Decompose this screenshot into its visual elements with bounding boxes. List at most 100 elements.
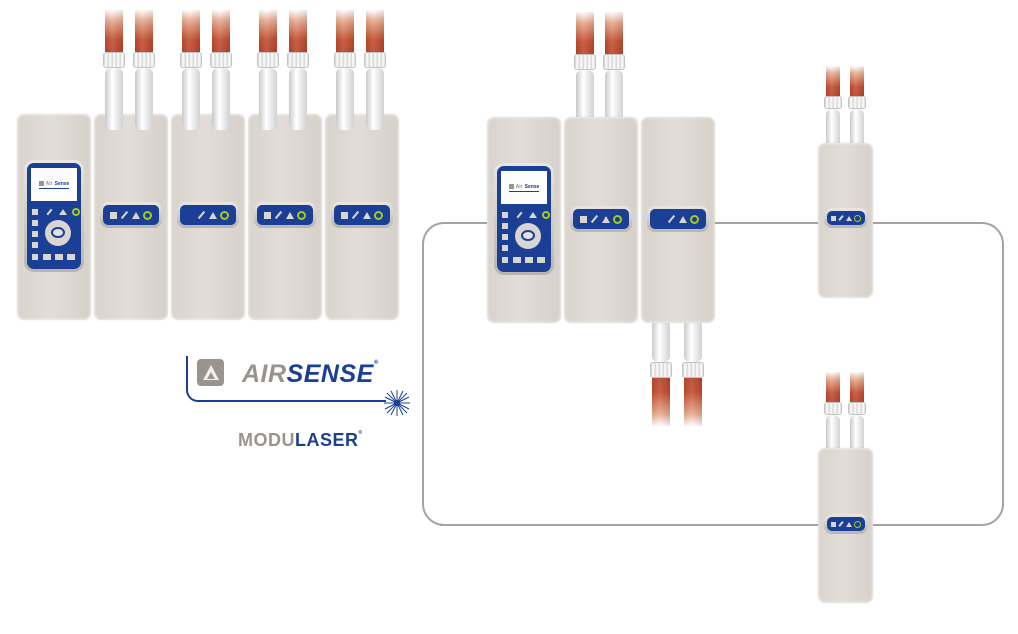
pipe-tube [212, 10, 230, 52]
key-button[interactable] [32, 220, 38, 226]
detector-module[interactable] [171, 114, 245, 320]
alarm-triangle-icon [286, 211, 295, 219]
alarm-triangle-icon [59, 209, 67, 215]
pipe-elbow [684, 320, 702, 362]
key-button[interactable] [502, 223, 508, 229]
fault-square-icon [340, 211, 348, 219]
status-panel [177, 202, 239, 228]
remote-detector-module[interactable] [818, 143, 873, 298]
pipe-connector [180, 52, 202, 68]
pipe-elbow [576, 70, 594, 132]
pipe-connector [103, 52, 125, 68]
status-panel [254, 202, 316, 228]
pipe-elbow [849, 109, 865, 155]
detector-module[interactable] [641, 117, 715, 323]
fault-square-icon [502, 212, 508, 218]
pipe-connector [824, 402, 843, 416]
power-ring-icon [690, 214, 700, 224]
logo-frame [186, 356, 386, 402]
alarm-triangle-icon [363, 211, 372, 219]
pipe-connector [287, 52, 309, 68]
airsense-logo: AIRSENSE® MODULASER® [186, 354, 416, 454]
key-button[interactable] [32, 254, 38, 260]
pipe-connector [824, 96, 843, 110]
blank-slot [187, 212, 194, 219]
status-panel [100, 202, 162, 228]
airsense-wordmark: AIRSENSE® [242, 360, 379, 388]
dpad-center-button[interactable] [521, 230, 535, 241]
pipe-elbow [605, 70, 623, 132]
pipe-tube [336, 10, 354, 52]
pipe-tube [366, 10, 384, 52]
pipe-tube [289, 10, 307, 52]
pipe-tube [182, 10, 200, 52]
detector-module[interactable] [94, 114, 168, 320]
key-button[interactable] [525, 257, 533, 263]
key-button[interactable] [67, 254, 75, 260]
status-panel [823, 514, 868, 534]
status-panel [647, 206, 709, 232]
pipe-connector [210, 52, 232, 68]
power-ring-icon [853, 214, 861, 222]
status-panel [570, 206, 632, 232]
disable-slash-icon [274, 210, 283, 220]
fault-square-icon [830, 215, 836, 221]
pipe-connector [848, 402, 867, 416]
detector-module[interactable] [325, 114, 399, 320]
pipe-elbow [105, 68, 123, 130]
pipe-tube [825, 372, 841, 402]
alarm-triangle-icon [845, 215, 852, 221]
fault-square-icon [830, 521, 836, 527]
pipe-connector [257, 52, 279, 68]
key-button[interactable] [32, 242, 38, 248]
key-button[interactable] [43, 254, 51, 260]
key-button[interactable] [32, 231, 38, 237]
disable-slash-icon [120, 210, 129, 220]
screen-logo-icon [38, 181, 44, 186]
detector-module[interactable] [564, 117, 638, 323]
navigation-dpad[interactable] [515, 223, 541, 249]
pipe-connector [603, 54, 625, 70]
disable-slash-icon [197, 210, 206, 220]
remote-detector-module[interactable] [818, 448, 873, 603]
pipe-elbow [259, 68, 277, 130]
power-ring-icon [297, 210, 307, 220]
key-button[interactable] [502, 257, 508, 263]
pipe-tube [652, 378, 670, 426]
pipe-tube [684, 378, 702, 426]
key-button[interactable] [502, 234, 508, 240]
fault-square-icon [579, 215, 587, 223]
screen-logo-icon [508, 184, 514, 189]
pipe-tube [135, 10, 153, 52]
detector-module[interactable] [248, 114, 322, 320]
disable-slash-icon [667, 214, 676, 224]
power-ring-icon [220, 210, 230, 220]
disable-slash-icon [516, 211, 523, 219]
fault-square-icon [109, 211, 117, 219]
disable-slash-icon [351, 210, 360, 220]
key-button[interactable] [502, 245, 508, 251]
modulaser-wordmark: MODULASER® [238, 430, 363, 450]
navigation-dpad[interactable] [45, 220, 71, 246]
disable-slash-icon [46, 208, 53, 216]
pipe-tube [849, 372, 865, 402]
power-ring-icon [853, 520, 861, 528]
status-panel [331, 202, 393, 228]
pipe-connector [650, 362, 672, 378]
key-button[interactable] [513, 257, 521, 263]
pipe-elbow [289, 68, 307, 130]
key-button[interactable] [55, 254, 63, 260]
alarm-triangle-icon [209, 211, 218, 219]
pipe-elbow [652, 320, 670, 362]
pipe-tube [576, 12, 594, 54]
key-button[interactable] [537, 257, 545, 263]
dpad-center-button[interactable] [51, 227, 65, 238]
fault-square-icon [32, 209, 38, 215]
